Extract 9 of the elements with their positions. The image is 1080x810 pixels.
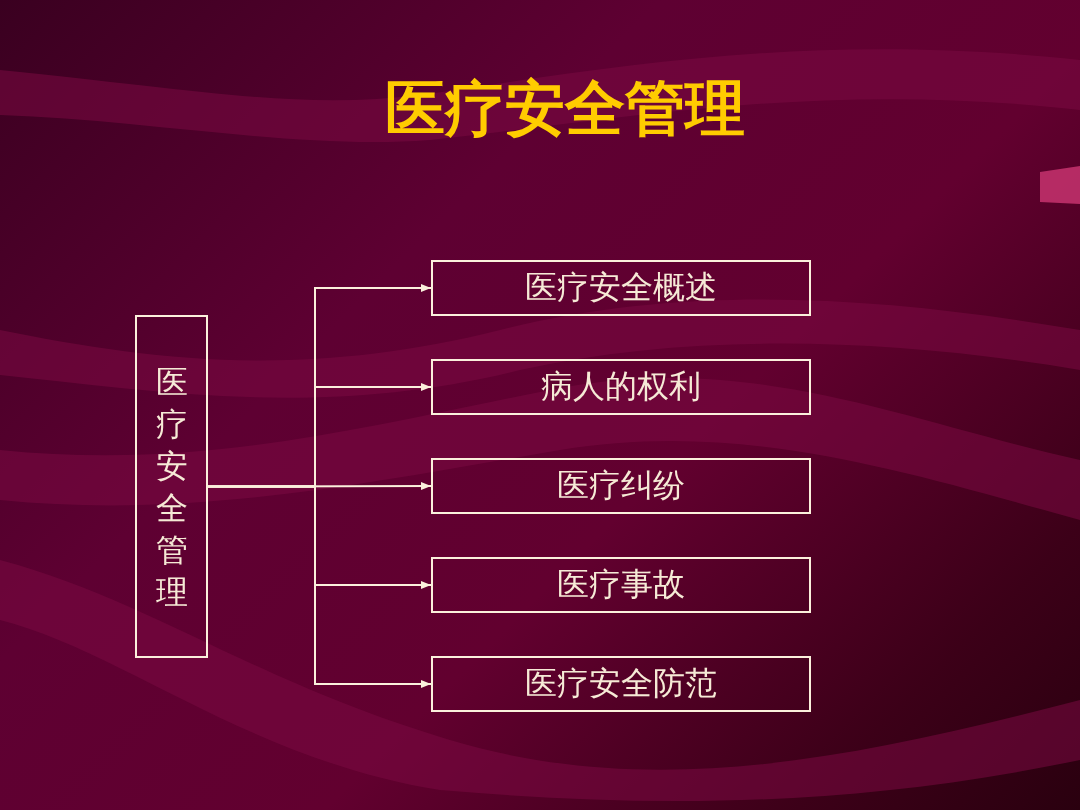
topic-box: 医疗事故 (431, 557, 811, 613)
topic-box: 医疗安全防范 (431, 656, 811, 712)
vertical-text-box: 医疗安全管理 (135, 315, 208, 658)
title: 医疗安全管理 (384, 72, 746, 144)
topic-box: 医疗安全概述 (431, 260, 811, 316)
arrow (207, 485, 432, 688)
arrow (207, 482, 432, 490)
topic-box: 医疗纠纷 (431, 458, 811, 514)
topic-box: 病人的权利 (431, 359, 811, 415)
